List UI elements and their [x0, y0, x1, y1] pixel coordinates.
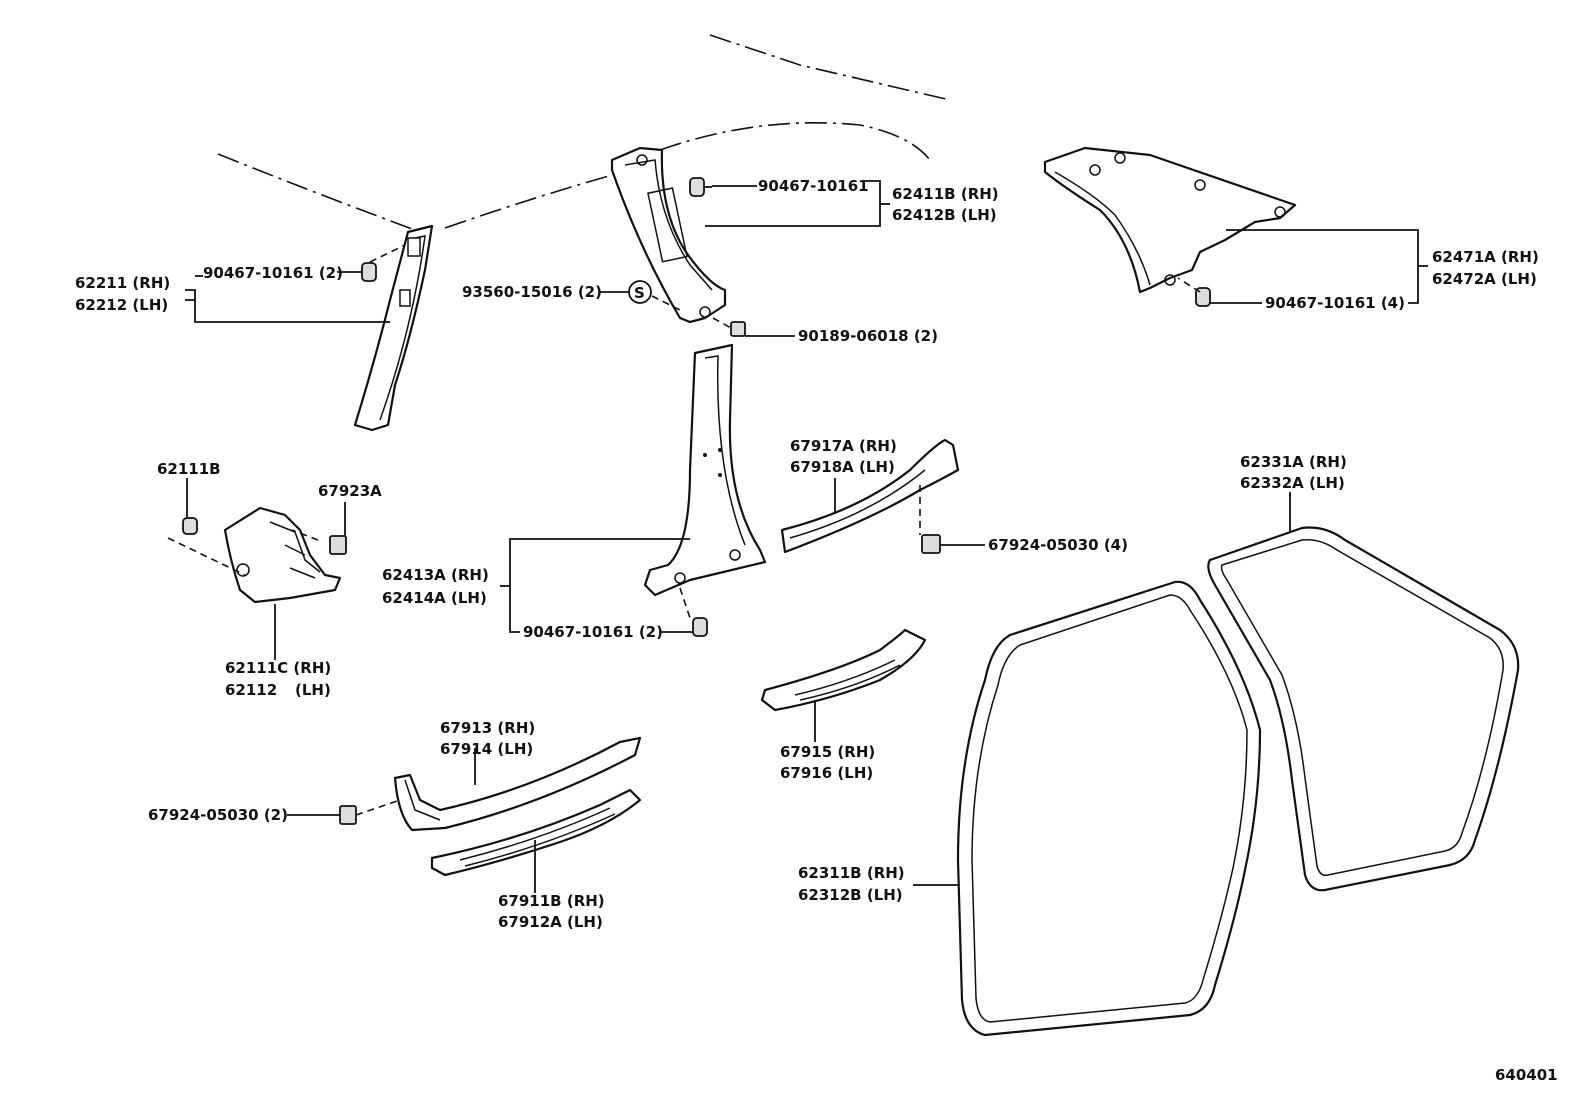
- label-90467-10161-2-b: 90467-10161 (2): [523, 623, 663, 641]
- lower-center-pillar-garnish: [643, 343, 767, 597]
- dashed-relation-lines: [167, 244, 1201, 816]
- label-62331a: 62331A (RH): [1240, 453, 1347, 471]
- label-62472a: 62472A (LH): [1432, 270, 1537, 288]
- label-90467-10161-2-a: 90467-10161 (2): [203, 264, 343, 282]
- label-67911b: 67911B (RH): [498, 892, 605, 910]
- label-62111c: 62111C (RH): [225, 659, 331, 677]
- label-62411b: 62411B (RH): [892, 185, 999, 203]
- clip-icon: [689, 177, 712, 197]
- label-62311b: 62311B (RH): [798, 864, 905, 882]
- fasteners: [182, 177, 1211, 825]
- clip-icon: [921, 534, 941, 554]
- clip-icon: [182, 517, 198, 535]
- clip-icon: [339, 805, 357, 825]
- label-62112: 62112: [225, 681, 277, 699]
- label-62413a: 62413A (RH): [382, 566, 489, 584]
- label-67924-05030-4: 67924-05030 (4): [988, 536, 1128, 554]
- label-67917a: 67917A (RH): [790, 437, 897, 455]
- label-62332a: 62332A (LH): [1240, 474, 1345, 492]
- clip-icon: [361, 262, 377, 282]
- upper-center-pillar-garnish: [610, 146, 727, 324]
- label-67913: 67913 (RH): [440, 719, 535, 737]
- body-outline-lines: [217, 34, 951, 231]
- label-62212: 62212 (LH): [75, 296, 168, 314]
- label-90189-06018: 90189-06018 (2): [798, 327, 938, 345]
- front-door-scuff-plate: [393, 736, 642, 832]
- label-67924-05030-2: 67924-05030 (2): [148, 806, 288, 824]
- label-62471a: 62471A (RH): [1432, 248, 1539, 266]
- label-67916: 67916 (LH): [780, 764, 873, 782]
- label-67923a: 67923A: [318, 482, 382, 500]
- label-s: S: [634, 284, 645, 302]
- rear-step-plate: [760, 628, 927, 712]
- label-93560-15016: 93560-15016 (2): [462, 283, 602, 301]
- label-67915: 67915 (RH): [780, 743, 875, 761]
- rear-door-weatherstrip: [1207, 526, 1520, 892]
- label-90467-10161: 90467-10161: [758, 177, 869, 195]
- front-step-plate: [430, 788, 642, 877]
- label-67912a: 67912A (LH): [498, 913, 603, 931]
- roof-side-inner-garnish: [1043, 146, 1297, 294]
- label-67914: 67914 (LH): [440, 740, 533, 758]
- front-door-weatherstrip: [956, 580, 1262, 1037]
- cowl-side-trim: [223, 506, 342, 604]
- illustration-number: 640401: [1495, 1066, 1558, 1084]
- label-62112-lh: (LH): [295, 681, 331, 699]
- clip-icon: [730, 321, 746, 337]
- label-62412b: 62412B (LH): [892, 206, 997, 224]
- leader-lines: [185, 180, 1428, 893]
- label-67918a: 67918A (LH): [790, 458, 895, 476]
- rear-door-scuff-plate: [780, 438, 960, 554]
- part-labels: 90467-10161 62411B (RH) 62412B (LH) 6221…: [75, 177, 1558, 1084]
- clip-icon: [329, 535, 347, 555]
- clip-icon: [692, 617, 708, 637]
- label-62312b: 62312B (LH): [798, 886, 903, 904]
- label-62111b: 62111B: [157, 460, 221, 478]
- front-pillar-garnish: [353, 224, 434, 432]
- label-62211: 62211 (RH): [75, 274, 170, 292]
- label-62414a: 62414A (LH): [382, 589, 487, 607]
- label-90467-10161-4: 90467-10161 (4): [1265, 294, 1405, 312]
